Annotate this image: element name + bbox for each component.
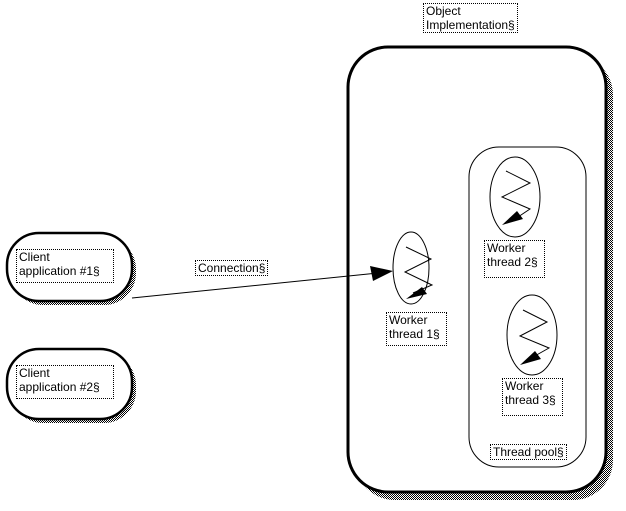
connection-label: Connection§ [195, 260, 269, 276]
worker-thread-3-icon [506, 294, 558, 376]
connection-line [131, 272, 379, 299]
client-1-shape [5, 231, 134, 303]
object-implementation-label: Object Implementation§ [423, 3, 518, 33]
worker-thread-3-label: Worker thread 3§ [502, 378, 563, 416]
worker-thread-1-label: Worker thread 1§ [386, 312, 447, 346]
client-2-label: Client application #2§ [16, 365, 114, 399]
worker-thread-1-icon [392, 231, 434, 305]
client-2-shape [5, 347, 134, 421]
worker-thread-2-label: Worker thread 2§ [484, 240, 545, 278]
connection-arrowhead [370, 266, 393, 281]
worker-thread-2-icon [489, 156, 541, 238]
client-1-label: Client application #1§ [16, 249, 114, 283]
thread-pool-label: Thread pool§ [490, 444, 567, 460]
